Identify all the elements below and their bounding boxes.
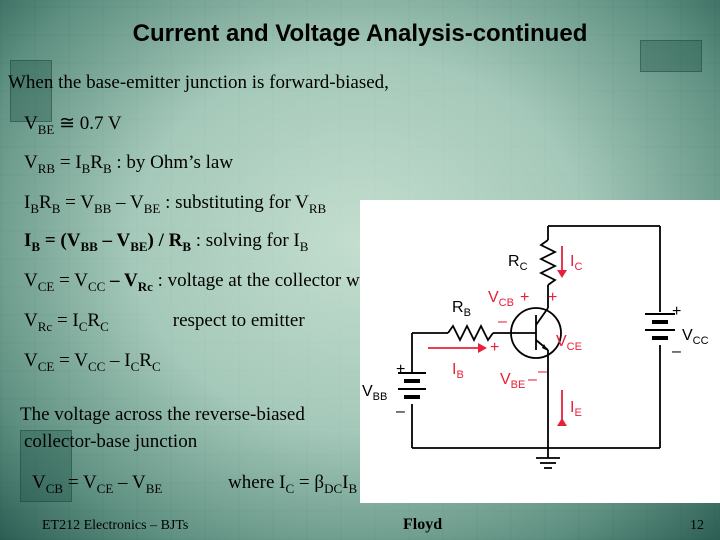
board-chip	[20, 430, 72, 502]
footer-course: ET212 Electronics – BJTs	[42, 518, 189, 533]
ie-label: IE	[570, 399, 582, 419]
rb-label: RB	[452, 299, 471, 319]
rc-label: RC	[508, 253, 528, 273]
current-arrows	[428, 246, 567, 426]
equation-vce-2: VCE = VCC – ICRC	[24, 350, 161, 374]
vcb-label: VCB	[488, 289, 514, 309]
battery-vbb	[398, 372, 426, 399]
slide-title: Current and Voltage Analysis-continued	[132, 20, 588, 47]
minus-cb: –	[498, 313, 507, 330]
battery-vcc	[645, 313, 675, 340]
bjt-circuit-diagram: IC VCB VCE IB VBE IE + + – + – – RC RB V…	[360, 200, 720, 503]
footer-author: Floyd	[403, 516, 443, 533]
page-number: 12	[690, 518, 704, 533]
vcc-label: VCC	[682, 327, 709, 347]
equation-ic-beta: where IC = βDCIB	[228, 472, 358, 496]
ib-label: IB	[452, 361, 464, 381]
vcc-plus: +	[672, 303, 681, 320]
board-chip	[640, 40, 702, 72]
equation-ib: IB = (VBB – VBE) / RB : solving for IB	[24, 230, 309, 254]
circuit-labels-red: IC VCB VCE IB VBE IE + + – + – –	[452, 253, 582, 419]
vcc-minus: –	[672, 343, 681, 360]
ic-label: IC	[570, 253, 582, 273]
equation-ibrb: IBRB = VBB – VBE : substituting for VRB	[24, 192, 327, 216]
paragraph-line-1: The voltage across the reverse-biased	[20, 404, 305, 425]
equation-vcb: VCB = VCE – VBE	[32, 472, 163, 496]
minus-ce: –	[538, 363, 547, 380]
board-chip	[10, 60, 52, 122]
circuit-labels-black: RC RB VBB VCC + – + –	[362, 253, 709, 420]
circuit-svg: IC VCB VCE IB VBE IE + + – + – – RC RB V…	[362, 225, 709, 469]
emitter-arrow	[542, 344, 548, 351]
vbb-minus: –	[396, 403, 405, 420]
plus-be: +	[490, 339, 499, 356]
vbb-plus: +	[396, 361, 405, 378]
circuit-wires	[411, 225, 661, 469]
vbe-label: VBE	[500, 371, 525, 391]
minus-be: –	[528, 371, 537, 388]
vce-label: VCE	[556, 333, 582, 353]
equation-vce: VCE = VCC – VRc : voltage at the collect…	[24, 270, 380, 294]
equation-vbe: VBE ≅ 0.7 V	[24, 113, 122, 137]
vbb-label: VBB	[362, 383, 387, 403]
intro-text: When the base-emitter junction is forwar…	[8, 72, 389, 93]
paragraph-line-2: collector-base junction	[24, 431, 198, 452]
equation-vrb: VRB = IBRB : by Ohm’s law	[24, 152, 234, 176]
plus-cb-1: +	[520, 289, 529, 306]
plus-cb-2: +	[548, 289, 557, 306]
